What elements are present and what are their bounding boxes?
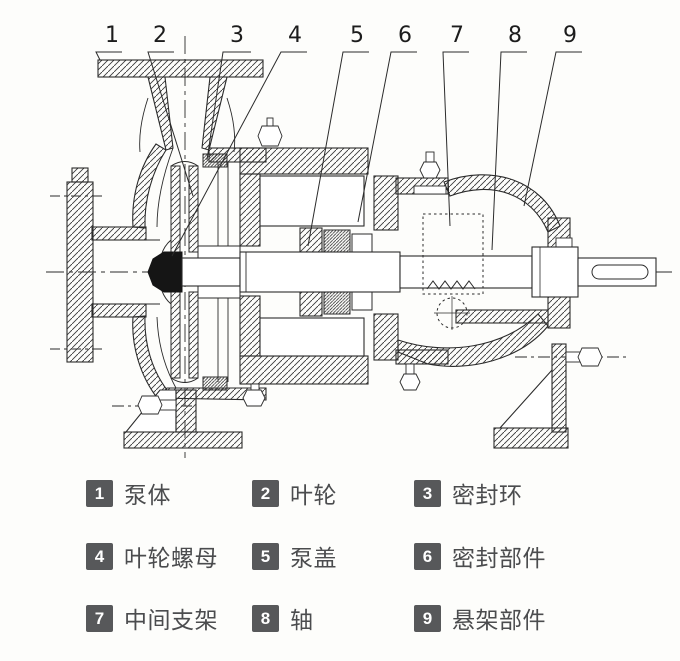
callout-number-2: 2 bbox=[153, 23, 167, 48]
callout-leader-2 bbox=[147, 51, 194, 197]
legend-badge-4: 4 bbox=[86, 542, 113, 570]
legend-item-4: 4 叶轮螺母 bbox=[86, 539, 218, 573]
legend-badge-8: 8 bbox=[252, 604, 279, 632]
legend-label-1: 泵体 bbox=[124, 482, 171, 508]
callout-number-7: 7 bbox=[450, 23, 464, 48]
pump-cover bbox=[239, 117, 369, 407]
impeller-nut bbox=[147, 251, 183, 293]
shaft bbox=[181, 237, 657, 298]
suction-flange bbox=[66, 167, 94, 363]
pump-sectional-diagram: 1 2 3 4 5 6 7 8 9 bbox=[46, 23, 674, 458]
legend-label-9: 悬架部件 bbox=[452, 607, 546, 633]
legend-item-1: 1 泵体 bbox=[86, 476, 171, 510]
callout-leader-4 bbox=[171, 51, 307, 257]
callout-number-9: 9 bbox=[563, 23, 577, 48]
legend-item-7: 7 中间支架 bbox=[86, 601, 218, 635]
legend-label-4: 叶轮螺母 bbox=[124, 545, 218, 571]
legend-item-9: 9 悬架部件 bbox=[414, 601, 546, 635]
legend-item-5: 5 泵盖 bbox=[252, 539, 337, 573]
legend-badge-7: 7 bbox=[86, 604, 113, 632]
seal-ring-bottom bbox=[202, 376, 228, 391]
seal-assembly bbox=[323, 229, 373, 315]
legend-item-2: 2 叶轮 bbox=[252, 476, 337, 510]
support-foot-left bbox=[123, 389, 243, 449]
callout-number-3: 3 bbox=[230, 23, 244, 48]
legend-badge-5: 5 bbox=[252, 542, 279, 570]
legend-label-2: 叶轮 bbox=[290, 482, 337, 508]
legend-label-5: 泵盖 bbox=[290, 545, 337, 571]
legend-badge-9: 9 bbox=[414, 604, 441, 632]
callout-leader-9 bbox=[523, 51, 582, 207]
legend: 1 泵体 2 叶轮 3 密封环 4 叶轮螺母 5 泵盖 6 密封部件 7 中间支… bbox=[0, 0, 680, 633]
legend-badge-2: 2 bbox=[252, 479, 279, 507]
legend-badge-6: 6 bbox=[414, 542, 441, 570]
shaft-keyway bbox=[591, 264, 649, 280]
legend-badge-1: 1 bbox=[86, 479, 113, 507]
callout-leader-1 bbox=[95, 51, 122, 61]
callout-leader-5 bbox=[307, 51, 369, 247]
legend-label-3: 密封环 bbox=[452, 482, 523, 508]
callout-leader-6 bbox=[357, 51, 417, 223]
dashed-cartridge bbox=[422, 213, 484, 330]
callout-leader-3 bbox=[206, 51, 251, 161]
legend-label-6: 密封部件 bbox=[452, 545, 546, 571]
discharge-flange bbox=[97, 59, 264, 78]
legend-badge-3: 3 bbox=[414, 479, 441, 507]
legend-item-3: 3 密封环 bbox=[414, 476, 523, 510]
legend-item-6: 6 密封部件 bbox=[414, 539, 546, 573]
callout-leader-8 bbox=[491, 51, 527, 251]
legend-label-7: 中间支架 bbox=[124, 607, 218, 633]
legend-label-8: 轴 bbox=[290, 607, 314, 633]
bearing-housing bbox=[397, 151, 571, 367]
callout-number-6: 6 bbox=[398, 23, 412, 48]
callout-number-1: 1 bbox=[105, 23, 119, 48]
support-foot-right bbox=[493, 343, 603, 449]
callout-number-8: 8 bbox=[508, 23, 522, 48]
callout-leader-7 bbox=[442, 51, 469, 227]
callout-number-5: 5 bbox=[350, 23, 364, 48]
callout-number-4: 4 bbox=[288, 23, 302, 48]
legend-item-8: 8 轴 bbox=[252, 601, 314, 635]
